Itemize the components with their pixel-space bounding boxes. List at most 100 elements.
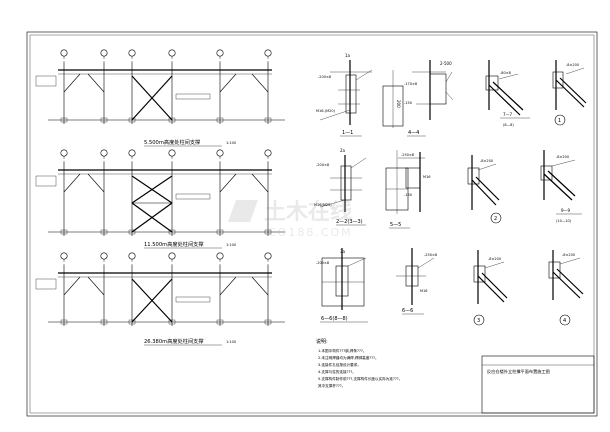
axis-bubble [60, 49, 68, 57]
svg-text:-8×200: -8×200 [488, 257, 501, 261]
svg-text:-150: -150 [404, 101, 412, 105]
axis-bubble [60, 252, 68, 260]
knee-brace [219, 173, 237, 193]
notes-heading: 说明: [316, 338, 328, 345]
column-base [128, 229, 136, 235]
axis-bubble [128, 252, 136, 260]
svg-text:2a: 2a [340, 148, 346, 153]
knee-brace [87, 73, 105, 93]
column-base [128, 319, 136, 325]
axis-bubble [128, 149, 136, 157]
svg-text:-8×200: -8×200 [556, 155, 569, 159]
svg-text:-8×200: -8×200 [562, 253, 575, 257]
svg-text:-8×200: -8×200 [566, 63, 579, 67]
title-block: 反应仓楼外立柱撑平面布置施工图 [481, 355, 595, 414]
svg-text:-150: -150 [404, 193, 412, 197]
watermark-brand: 土木在线 [264, 199, 352, 225]
axis-bubble [168, 252, 176, 260]
axis-bubble [100, 149, 108, 157]
section-4-4: 200 4—4 [382, 70, 426, 137]
svg-text:-250×8: -250×8 [401, 153, 414, 157]
column-base [60, 117, 68, 123]
section-6-6-8-8: -200×8 3a 6—6(8—8) [316, 248, 368, 323]
column-base [168, 229, 176, 235]
axis-bubble [128, 49, 136, 57]
general-notes: 说明: 1.本图中构件???钢,焊条???。 2.未注明焊缝均为满焊,焊脚高度?… [316, 338, 402, 388]
note-item: 其中支撑杆???。 [318, 383, 345, 388]
knee-brace [87, 276, 105, 296]
callout-box [175, 296, 211, 303]
section-label-5-5: 5—5 [390, 222, 401, 228]
svg-text:M16(M20): M16(M20) [314, 203, 332, 207]
detail-marker-1: 1 [558, 118, 561, 124]
axis-bubble [60, 149, 68, 157]
svg-text:3a: 3a [340, 249, 346, 254]
bracket-detail-top: 2-500 -170×8 -150 [404, 60, 454, 120]
note-item: 3.连接件孔径按设计要求。 [318, 362, 361, 367]
detail-1: -8×200 1 [552, 60, 587, 126]
title-block-text: 反应仓楼外立柱撑平面布置施工图 [487, 368, 550, 375]
knee-brace [251, 73, 269, 93]
column-base [168, 319, 176, 325]
section-label-6-6: 6—6 [402, 308, 413, 314]
knee-brace [63, 73, 81, 93]
section-1-1: -200×8 M16-(M20) 1a 1—1 [316, 53, 373, 137]
cross-brace [131, 175, 173, 204]
svg-text:2-500: 2-500 [440, 61, 452, 66]
section-2-2: -200×8 M16(M20) 2a 2—2(3—3) [314, 148, 367, 226]
svg-text:-200×8: -200×8 [316, 261, 329, 265]
cross-brace [131, 278, 173, 323]
knee-brace [219, 276, 237, 296]
detail-marker-2: 2 [494, 216, 497, 222]
column-base [100, 319, 108, 325]
detail-2: -8×200 2 [467, 155, 502, 224]
section-sub-9-9: (10—10) [556, 219, 572, 223]
svg-text:-80×8: -80×8 [500, 71, 511, 75]
section-label-2-2: 2—2(3—3) [336, 219, 363, 225]
elevation-title: 5.500m高度处柱间支撑 [144, 138, 200, 146]
elevation-title: 26.380m高度处柱间支撑 [144, 337, 204, 345]
detail-3: -8×200 3 [473, 250, 508, 326]
watermark-url: CO188.COM [268, 226, 353, 239]
elevation-frame-3: 26.380m高度处柱间支撑 1:100 [35, 252, 285, 346]
axis-bubble [100, 252, 108, 260]
elevation-frame-1: 5.500m高度处柱间支撑 1:100 [35, 49, 285, 147]
svg-text:-200×8: -200×8 [318, 75, 331, 79]
outer-border [26, 31, 598, 417]
section-label-7-7: 7—7 [503, 112, 513, 117]
column-base [100, 229, 108, 235]
axis-bubble [216, 49, 224, 57]
elevation-scale: 1:100 [226, 141, 236, 145]
section-label-6-6-8-8: 6—6(8—8) [321, 316, 348, 322]
svg-text:-200×8: -200×8 [316, 163, 329, 167]
bracket-detail-middle: -250×8 -150 M16 [398, 152, 430, 212]
axis-bubble [100, 49, 108, 57]
section-label-9-9: 9—9 [561, 208, 571, 213]
left-tag [35, 75, 57, 87]
axis-bubble [168, 49, 176, 57]
knee-brace [63, 173, 81, 193]
watermark-logo-icon [228, 200, 258, 222]
left-tag [35, 278, 57, 290]
section-6-6: -250×8 M16 6—6 [396, 248, 437, 315]
detail-4: -8×200 4 [548, 250, 584, 326]
knee-brace [219, 73, 237, 93]
cross-brace [131, 75, 173, 121]
column-base [264, 319, 272, 325]
note-item: 4.支撑与柱的连接???。 [318, 369, 356, 374]
callout-box [175, 93, 211, 100]
elevation-title: 11.500m高度处柱间支撑 [144, 240, 204, 248]
knee-brace [63, 276, 81, 296]
section-5-5: 5—5 [385, 150, 410, 229]
detail-marker-3: 3 [477, 318, 480, 324]
callout-box [175, 193, 211, 200]
note-item: 5.支撑构件制作前???,支撑构件长度以实际为准???。 [318, 376, 402, 381]
elevation-scale: 1:100 [226, 340, 236, 344]
svg-text:1a: 1a [345, 53, 351, 58]
column-base [168, 117, 176, 123]
knee-brace [87, 173, 105, 193]
section-label-1-1: 1—1 [342, 130, 353, 136]
note-item: 1.本图中构件???钢,焊条???。 [318, 348, 366, 353]
